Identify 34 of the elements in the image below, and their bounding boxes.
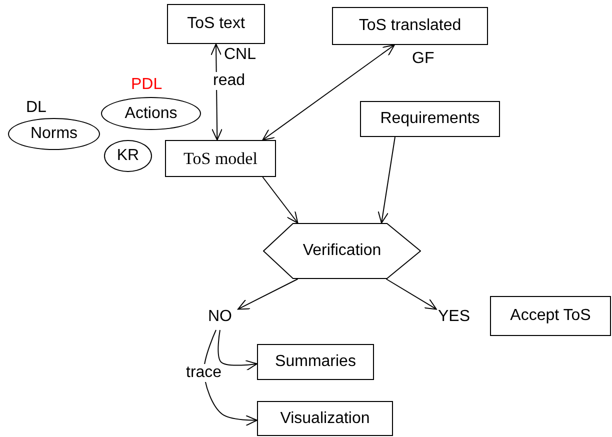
arrow	[262, 176, 298, 224]
node-label: Accept ToS	[510, 307, 591, 325]
node-caption: PDL	[131, 76, 162, 94]
decision-hexagon	[263, 223, 421, 279]
node-caption: DL	[26, 99, 46, 117]
node-label: ToS translated	[358, 17, 462, 35]
node-label: Visualization	[280, 410, 370, 428]
node-label: KR	[116, 147, 140, 165]
language-label: CNL	[224, 46, 256, 64]
arrow	[262, 44, 395, 140]
node-label: Verification	[302, 242, 382, 260]
node-label: Norms	[30, 125, 78, 143]
node-label: Summaries	[275, 353, 356, 371]
outcome-label: YES	[438, 308, 470, 326]
language-label: GF	[412, 50, 434, 68]
node-label: ToS model	[184, 148, 258, 168]
curved-arrow	[218, 330, 258, 371]
node-label: Requirements	[380, 110, 480, 128]
process-box	[165, 140, 276, 177]
edge-label: trace	[186, 364, 222, 382]
arrow	[386, 278, 437, 310]
process-box	[257, 401, 393, 436]
process-box	[360, 101, 500, 137]
process-box	[490, 296, 611, 336]
edge-label: read	[213, 72, 246, 90]
arrow	[378, 136, 396, 224]
node-label: Actions	[124, 104, 178, 122]
process-box	[332, 7, 488, 45]
process-box	[257, 344, 374, 380]
process-box	[167, 4, 265, 44]
concept-ellipse	[104, 140, 152, 172]
outcome-label: NO	[208, 308, 232, 326]
node-label: ToS text	[187, 15, 245, 33]
arrow	[238, 278, 298, 310]
